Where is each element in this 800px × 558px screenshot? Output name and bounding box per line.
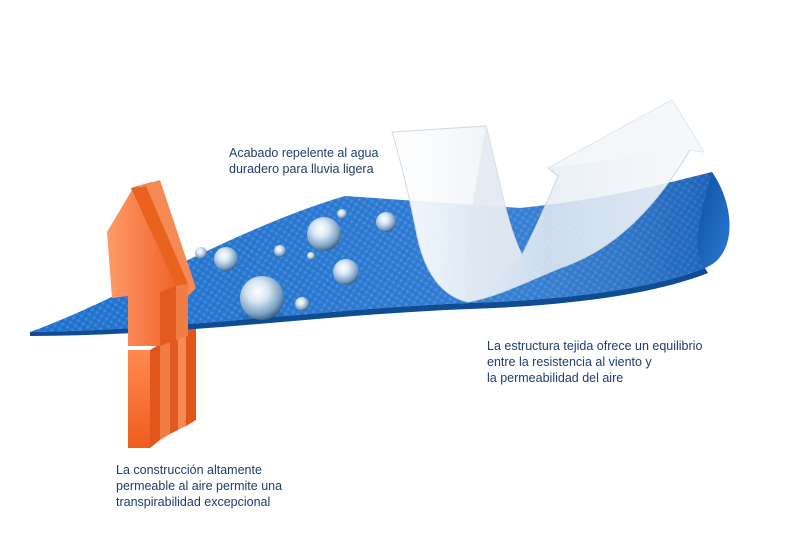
droplet — [214, 247, 238, 271]
airflow-arrow-lower — [128, 322, 196, 448]
caption-line: la permeabilidad del aire — [487, 371, 624, 385]
droplet — [337, 209, 347, 219]
caption-line: La construcción altamente — [116, 463, 262, 477]
caption-line: entre la resistencia al viento y — [487, 355, 652, 369]
droplet — [333, 259, 359, 285]
droplet — [307, 217, 341, 251]
droplet — [307, 252, 315, 260]
droplet — [274, 245, 286, 257]
droplet-large — [240, 276, 284, 320]
woven-structure-caption: La estructura tejida ofrece un equilibri… — [487, 338, 702, 386]
water-droplet-icon — [195, 209, 396, 320]
droplet — [195, 247, 207, 259]
air-permeable-caption: La construcción altamente permeable al a… — [116, 462, 282, 510]
water-repellent-caption: Acabado repelente al agua duradero para … — [229, 145, 378, 177]
caption-line: permeable al aire permite una — [116, 479, 283, 493]
droplet — [295, 297, 309, 311]
airflow-arrow-icon — [107, 180, 196, 346]
caption-line: La estructura tejida ofrece un equilibri… — [487, 339, 703, 353]
caption-line: Acabado repelente al agua — [229, 146, 379, 160]
caption-line: duradero para lluvia ligera — [229, 162, 374, 176]
droplet — [376, 212, 396, 232]
moisture-arrow-icon — [391, 99, 705, 303]
caption-line: transpirabilidad excepcional — [116, 495, 271, 509]
